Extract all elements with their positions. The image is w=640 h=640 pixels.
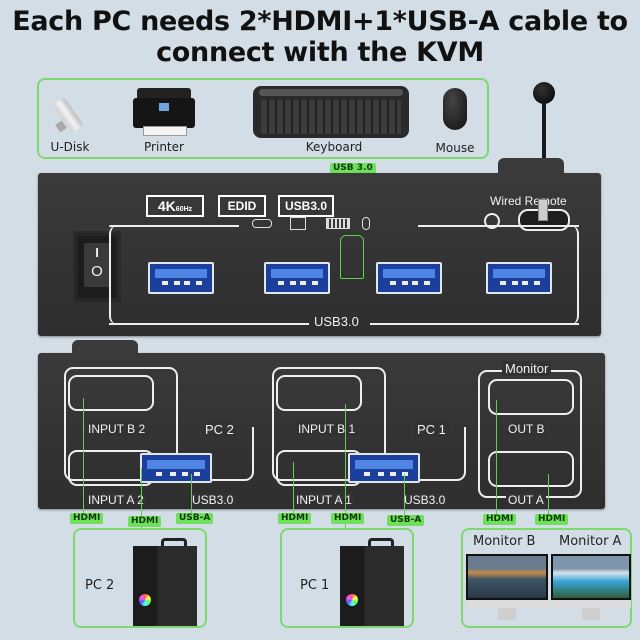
pc1-usb-port[interactable] <box>348 453 420 483</box>
badge-4k-60hz: 4K60Hz <box>146 195 204 217</box>
peripheral-label-udisk: U-Disk <box>50 140 90 154</box>
pc2-group-label: PC 2 <box>202 422 237 437</box>
outline-top-right <box>418 225 579 227</box>
monitors-box: Monitor B Monitor A <box>461 528 632 628</box>
pc1-box: PC 1 <box>280 528 414 628</box>
pc1-usb-label: USB3.0 <box>402 493 448 507</box>
kvm-back-panel: PC 2 INPUT B 2 INPUT A 2 USB3.0 PC 1 INP… <box>38 353 605 509</box>
cable-label-pc1-hdmi-a: HDMI <box>278 513 312 524</box>
pc2-input-a-label: INPUT A 2 <box>86 493 146 507</box>
remote-plug-icon <box>538 199 548 221</box>
outline-top-left <box>109 225 239 227</box>
badge-60hz-text: 60Hz <box>175 206 193 213</box>
out-a-label: OUT A <box>506 493 546 507</box>
cable-line <box>548 474 549 522</box>
wired-remote-label: Wired Remote <box>490 194 567 208</box>
cable-label-pc2-hdmi-a: HDMI <box>128 516 162 527</box>
cable-label-monitor-hdmi-a: HDMI <box>535 514 569 525</box>
udisk-glyph-icon <box>252 219 272 228</box>
pc2-usb-port[interactable] <box>140 453 212 483</box>
front-usb-port-3[interactable] <box>376 262 442 294</box>
front-usb-port-1[interactable] <box>148 262 214 294</box>
pc1-label: PC 1 <box>300 578 330 593</box>
cable-label-pc2-hdmi-b: HDMI <box>70 513 104 524</box>
back-panel-foot <box>72 340 138 354</box>
cable-label-monitor-hdmi-b: HDMI <box>483 514 517 525</box>
usb-port-group-outline <box>109 225 579 325</box>
headline-line-2: connect with the KVM <box>156 37 484 68</box>
power-on-symbol: I <box>95 245 99 260</box>
pc1-group-label: PC 1 <box>414 422 449 437</box>
front-usb-port-2[interactable] <box>264 262 330 294</box>
pc2-usb-outline <box>178 427 254 481</box>
printer-icon <box>133 86 195 138</box>
cable-line <box>141 468 142 528</box>
keyboard-icon <box>253 86 409 138</box>
usb-plug-outline-icon <box>340 235 364 279</box>
badge-4k-text: 4K <box>157 198 176 214</box>
peripheral-label-mouse: Mouse <box>435 141 475 155</box>
usb-flash-drive-icon <box>52 92 87 138</box>
cable-line <box>83 398 84 522</box>
badge-usb3: USB3.0 <box>278 195 334 217</box>
pc-tower-icon <box>340 538 404 626</box>
pc1-hdmi-input-b-port[interactable] <box>276 375 362 411</box>
outline-bottom-right <box>370 323 579 325</box>
pc2-hdmi-input-b-port[interactable] <box>68 375 154 411</box>
pc1-input-a-label: INPUT A 1 <box>294 493 354 507</box>
mouse-icon <box>443 88 467 130</box>
usb-cable-label: USB 3.0 <box>330 163 376 174</box>
front-panel-foot <box>498 158 564 174</box>
mouse-glyph-icon <box>362 217 370 230</box>
printer-glyph-icon <box>290 217 306 230</box>
monitor-b-icon <box>466 554 548 624</box>
pc2-box: PC 2 <box>73 528 207 628</box>
wired-remote-puck-icon <box>533 82 555 104</box>
pc2-label: PC 2 <box>85 578 115 593</box>
kvm-front-panel: 4K60Hz EDID USB3.0 Wired Remote I O USB3… <box>38 173 601 336</box>
remote-symbol-icon <box>484 213 500 229</box>
pc2-input-b-label: INPUT B 2 <box>86 422 148 436</box>
headline-line-1: Each PC needs 2*HDMI+1*USB-A cable to <box>12 6 628 37</box>
monitor-group-label: Monitor <box>502 361 552 376</box>
keyboard-glyph-icon <box>326 218 350 229</box>
cable-label-pc1-hdmi-b: HDMI <box>331 513 365 524</box>
pc1-input-b-label: INPUT B 1 <box>296 422 358 436</box>
pc-tower-icon <box>133 538 197 626</box>
peripheral-label-keyboard: Keyboard <box>305 140 363 154</box>
front-usb-port-4[interactable] <box>486 262 552 294</box>
hdmi-out-a-port[interactable] <box>488 451 574 487</box>
hdmi-out-b-port[interactable] <box>488 379 574 415</box>
usb-port-group-label: USB3.0 <box>314 314 359 329</box>
monitor-a-label: Monitor A <box>559 534 622 549</box>
monitor-a-icon <box>551 554 631 624</box>
outline-bottom-left <box>109 323 309 325</box>
cable-line <box>496 400 497 522</box>
cable-label-pc2-usb: USB-A <box>176 513 214 524</box>
cable-line <box>345 404 346 528</box>
badge-edid: EDID <box>218 195 266 217</box>
pc1-group-outline <box>272 367 386 481</box>
power-off-symbol: O <box>91 263 103 280</box>
power-switch[interactable]: I O <box>73 231 121 303</box>
out-b-label: OUT B <box>506 422 547 436</box>
pc2-usb-label: USB3.0 <box>190 493 236 507</box>
remote-cable <box>542 102 546 202</box>
cable-line <box>191 474 192 522</box>
peripheral-label-printer: Printer <box>144 140 184 154</box>
pc2-group-outline <box>64 367 178 481</box>
monitor-b-label: Monitor B <box>473 534 536 549</box>
peripherals-box: U-Disk Printer Keyboard Mouse <box>37 78 489 159</box>
cable-line <box>293 462 294 522</box>
cable-label-pc1-usb: USB-A <box>387 515 425 526</box>
cable-line <box>404 474 405 522</box>
pc1-usb-outline <box>386 427 466 481</box>
